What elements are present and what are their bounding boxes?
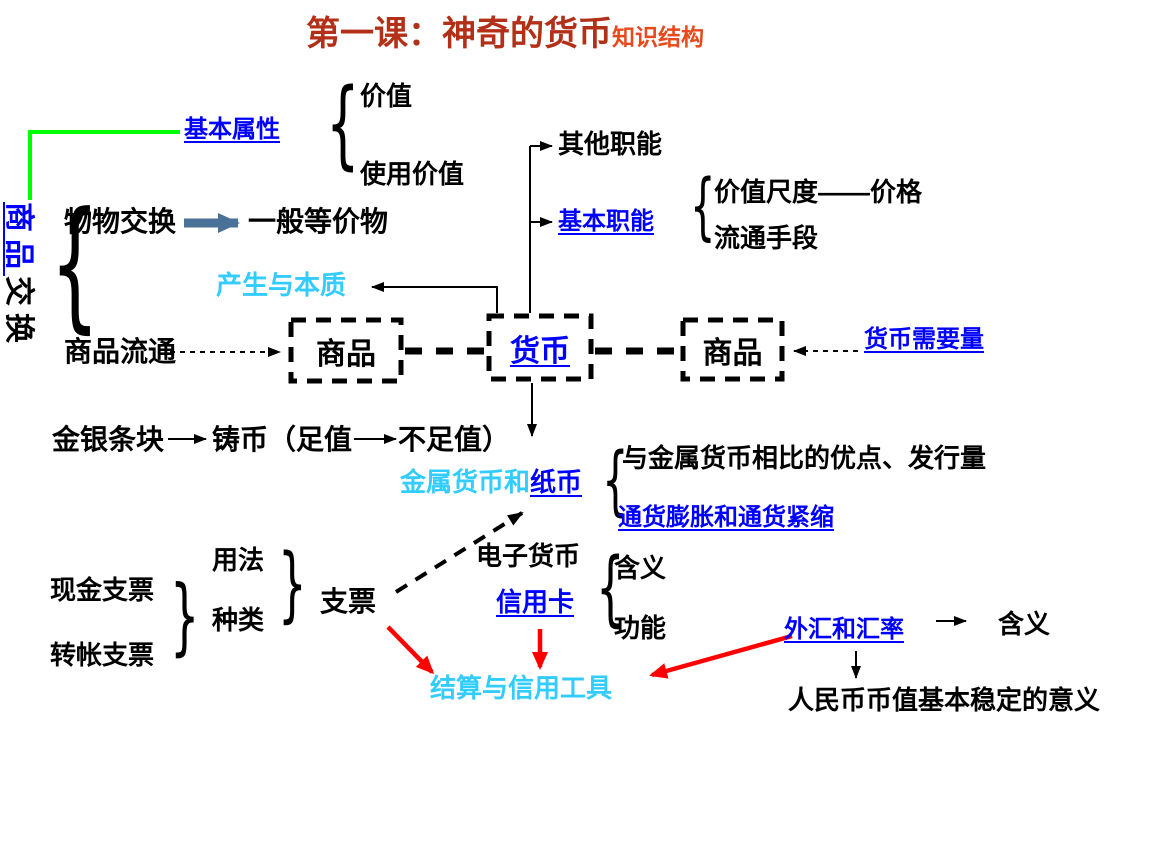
- node-forex-meaning: 含义: [998, 609, 1051, 639]
- brace-attributes: {: [326, 68, 360, 180]
- node-cash-cheque: 现金支票: [50, 575, 155, 605]
- brace-basic-functions: {: [690, 164, 716, 249]
- brace-cheque-types: }: [170, 567, 200, 665]
- title-sub: 知识结构: [612, 24, 704, 50]
- node-e-money: 电子货币: [476, 541, 581, 571]
- node-credit-card[interactable]: 信用卡: [496, 587, 575, 617]
- node-settlement-credit-tools: 结算与信用工具: [430, 673, 613, 703]
- node-value: 价值: [360, 81, 413, 111]
- node-barter: 物物交换: [64, 206, 177, 237]
- node-general-equivalent: 一般等价物: [248, 206, 389, 237]
- page-title: 第一课：神奇的货币知识结构: [306, 6, 704, 55]
- node-credit-function: 功能: [614, 613, 667, 643]
- node-credit-meaning: 含义: [614, 553, 667, 583]
- node-transfer-cheque: 转帐支票: [50, 640, 155, 670]
- node-money-demand[interactable]: 货币需要量: [864, 326, 984, 353]
- node-gold-silver-bars: 金银条块: [52, 424, 165, 455]
- node-exchange: 交换: [2, 276, 35, 350]
- node-commodity-circulation: 商品流通: [64, 336, 177, 367]
- node-types: 种类: [212, 605, 265, 635]
- box-label-currency[interactable]: 货币: [510, 334, 570, 368]
- brace-exchange: {: [50, 182, 100, 347]
- node-basic-attributes[interactable]: 基本属性: [184, 116, 280, 143]
- node-paper-vs-metal: 与金属货币相比的优点、发行量: [622, 443, 987, 473]
- brace-credit-card: {: [596, 541, 625, 636]
- node-metal-money-and: 金属货币和: [400, 467, 531, 497]
- node-cheque: 支票: [320, 586, 377, 617]
- node-inflation-deflation[interactable]: 通货膨胀和通货紧缩: [618, 504, 834, 531]
- red-arrow-from-forex: [649, 633, 793, 679]
- node-means-of-circulation: 流通手段: [714, 223, 819, 253]
- red-arrow-from-cheque: [386, 625, 435, 675]
- node-use-value: 使用价值: [360, 159, 465, 189]
- box-label-commodity-left: 商品: [316, 337, 376, 371]
- node-paper-money[interactable]: 纸币: [530, 467, 583, 497]
- brace-cheque: }: [278, 537, 307, 632]
- node-usage: 用法: [212, 545, 265, 575]
- node-forex-exchange-rate[interactable]: 外汇和汇率: [784, 616, 904, 643]
- node-origin-essence: 产生与本质: [216, 270, 347, 300]
- brace-paper-money: {: [602, 435, 629, 524]
- node-commodity[interactable]: 商品: [2, 202, 35, 276]
- node-value-measure: 价值尺度——价格: [714, 177, 923, 207]
- node-basic-functions[interactable]: 基本职能: [558, 208, 654, 235]
- node-commodity-exchange-vertical: 商品交换: [0, 202, 44, 350]
- node-cast-coin: 铸币（足值: [212, 424, 353, 455]
- node-other-functions: 其他职能: [558, 129, 663, 159]
- box-label-commodity-right: 商品: [702, 336, 763, 370]
- title-main: 第一课：神奇的货币: [306, 15, 612, 53]
- node-not-full-value: 不足值）: [398, 424, 511, 455]
- node-rmb-stability: 人民币币值基本稳定的意义: [788, 685, 1101, 715]
- origin-essence-arrow: [371, 282, 498, 313]
- node-metal-and-paper: 金属货币和纸币: [400, 467, 583, 498]
